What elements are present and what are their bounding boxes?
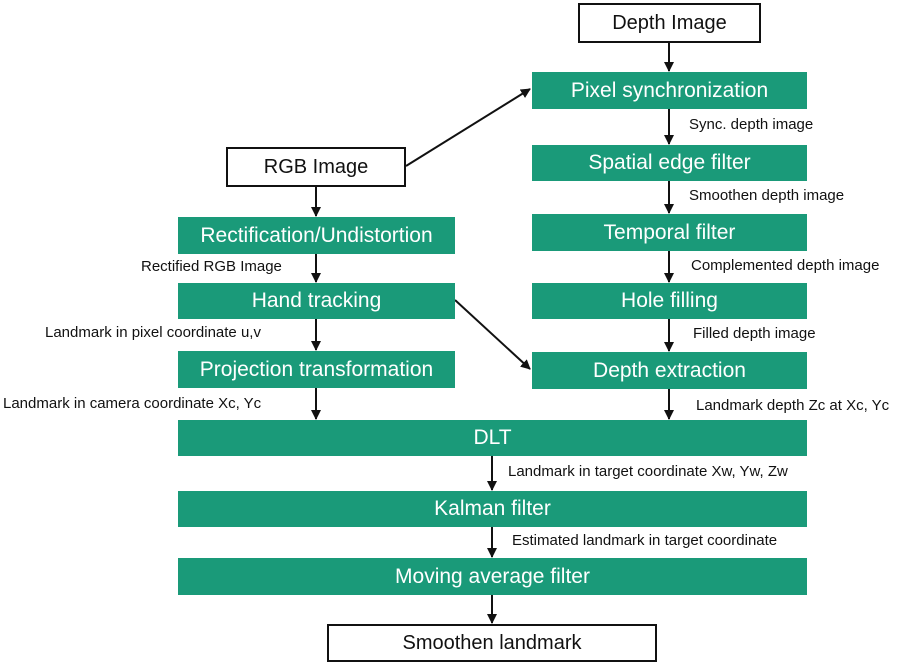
rectification-box: Rectification/Undistortion xyxy=(178,217,455,254)
label-complemented-depth-image: Complemented depth image xyxy=(691,257,880,274)
rgb-image-box: RGB Image xyxy=(226,147,406,187)
label-filled-depth-image: Filled depth image xyxy=(693,325,816,342)
depth-extraction-box: Depth extraction xyxy=(532,352,807,389)
arrow-handtracking-to-depthextract xyxy=(454,299,531,370)
temporal-filter-box: Temporal filter xyxy=(532,214,807,251)
label-landmark-depth: Landmark depth Zc at Xc, Yc xyxy=(696,397,890,414)
kalman-filter-box: Kalman filter xyxy=(178,491,807,527)
smoothen-landmark-box: Smoothen landmark xyxy=(327,624,657,662)
label-smoothen-depth-image: Smoothen depth image xyxy=(689,187,845,204)
label-landmark-target-coordinate: Landmark in target coordinate Xw, Yw, Zw xyxy=(508,463,788,480)
hole-filling-box: Hole filling xyxy=(532,283,807,319)
depth-image-box: Depth Image xyxy=(578,3,761,43)
dlt-box: DLT xyxy=(178,420,807,456)
label-landmark-pixel-coordinate: Landmark in pixel coordinate u,v xyxy=(45,324,261,341)
pixel-synchronization-box: Pixel synchronization xyxy=(532,72,807,109)
label-landmark-camera-coordinate: Landmark in camera coordinate Xc, Yc xyxy=(3,395,262,412)
arrow-rgb-to-pixelsync xyxy=(405,88,531,167)
label-rectified-rgb-image: Rectified RGB Image xyxy=(141,258,282,275)
label-sync-depth-image: Sync. depth image xyxy=(689,116,814,133)
hand-tracking-box: Hand tracking xyxy=(178,283,455,319)
moving-average-filter-box: Moving average filter xyxy=(178,558,807,595)
projection-transformation-box: Projection transformation xyxy=(178,351,455,388)
spatial-edge-filter-box: Spatial edge filter xyxy=(532,145,807,181)
label-estimated-landmark: Estimated landmark in target coordinate xyxy=(512,532,778,549)
